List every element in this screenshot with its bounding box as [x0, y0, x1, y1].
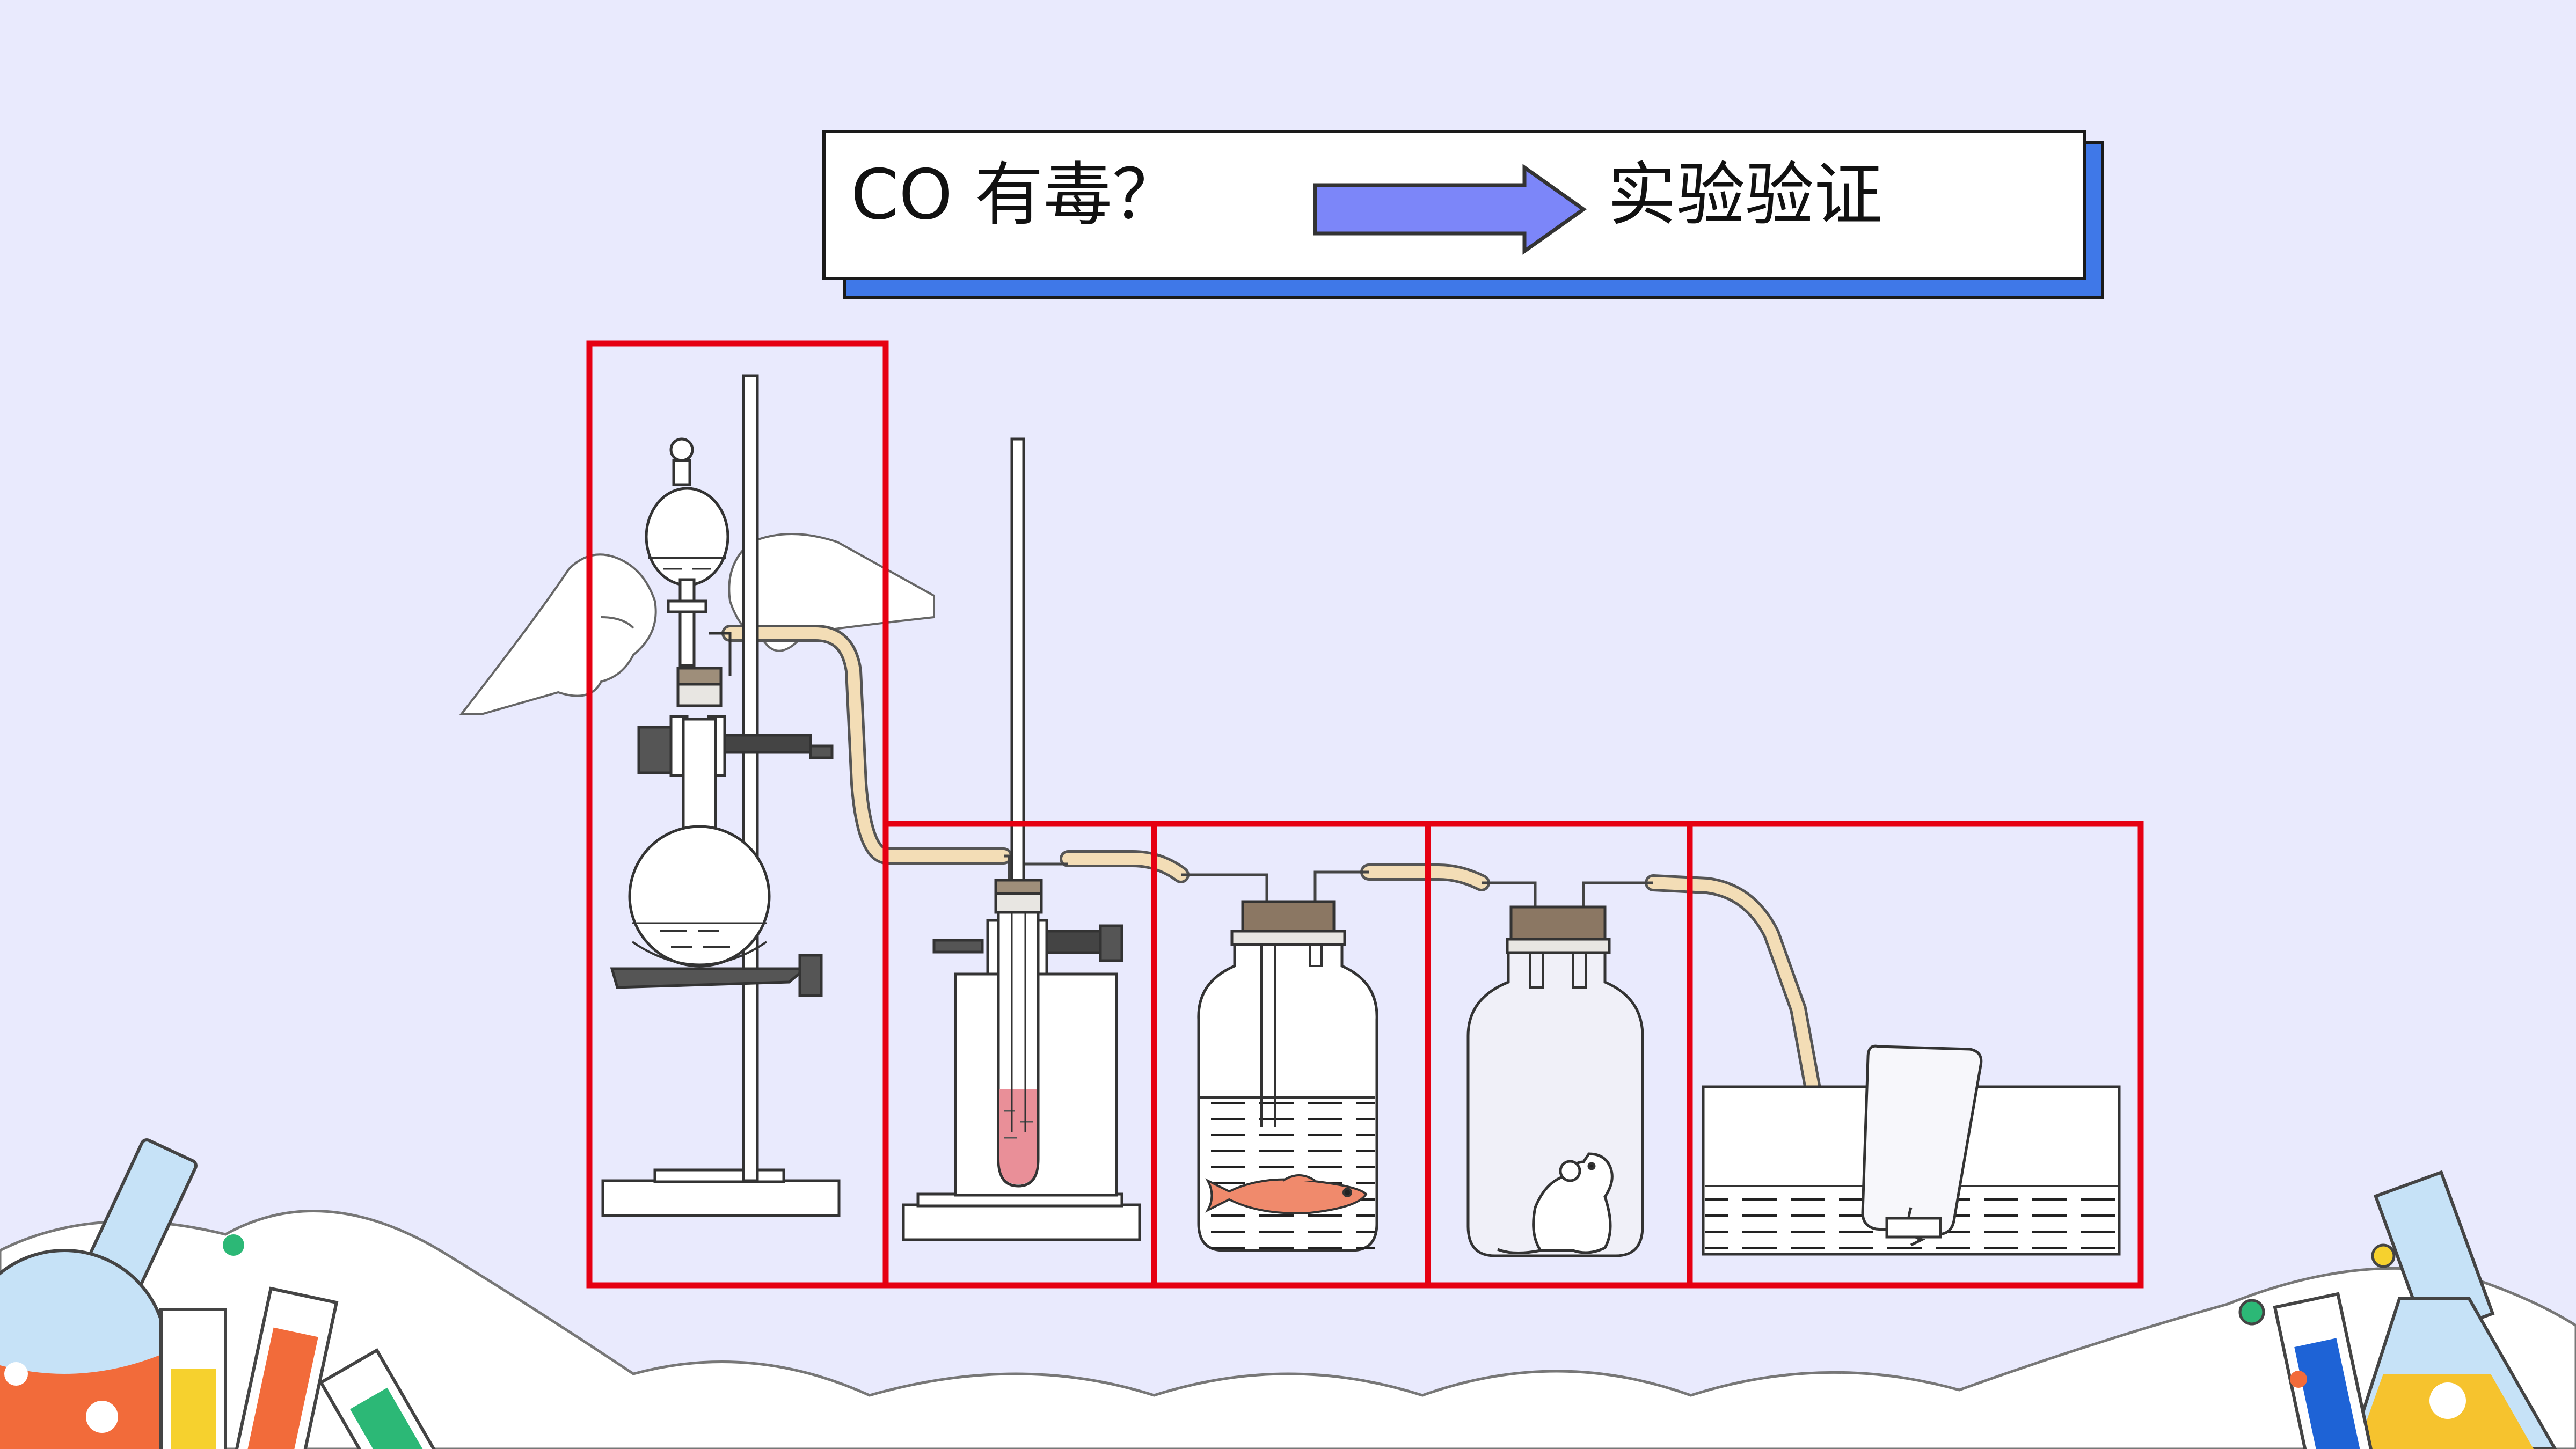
gas-bottle-icon: [1197, 900, 1378, 1252]
lab-flask-decoration-icon: [2273, 1170, 2557, 1449]
dot-decoration-icon: [2238, 1299, 2265, 1326]
dot-decoration-icon: [2290, 1371, 2307, 1388]
question-text: CO 有毒？: [851, 155, 1181, 235]
fish-icon: [1205, 1174, 1368, 1214]
collection-bottle-icon: [1861, 1044, 1983, 1247]
hand-icon: [459, 553, 657, 715]
separatory-funnel-icon: [645, 437, 732, 676]
cloud-decoration-icon: [0, 1210, 2576, 1449]
station-5-frame: [1687, 821, 2144, 1289]
iron-stand-icon: [601, 374, 841, 1217]
station-frames: [586, 340, 2144, 1289]
dot-decoration-icon: [2371, 1243, 2396, 1268]
conclusion-text: 实验验证: [1608, 155, 1883, 235]
station-1-frame: [586, 340, 889, 1289]
test-tube-icon: [994, 879, 1043, 1188]
rubber-tubing: [721, 625, 1850, 1243]
round-bottom-flask-icon: [628, 667, 771, 968]
lab-flask-decoration-icon: [0, 1138, 447, 1449]
mouse-icon: [1497, 1152, 1614, 1254]
dot-decoration-icon: [223, 1234, 244, 1256]
right-arrow-icon: [1313, 164, 1587, 255]
